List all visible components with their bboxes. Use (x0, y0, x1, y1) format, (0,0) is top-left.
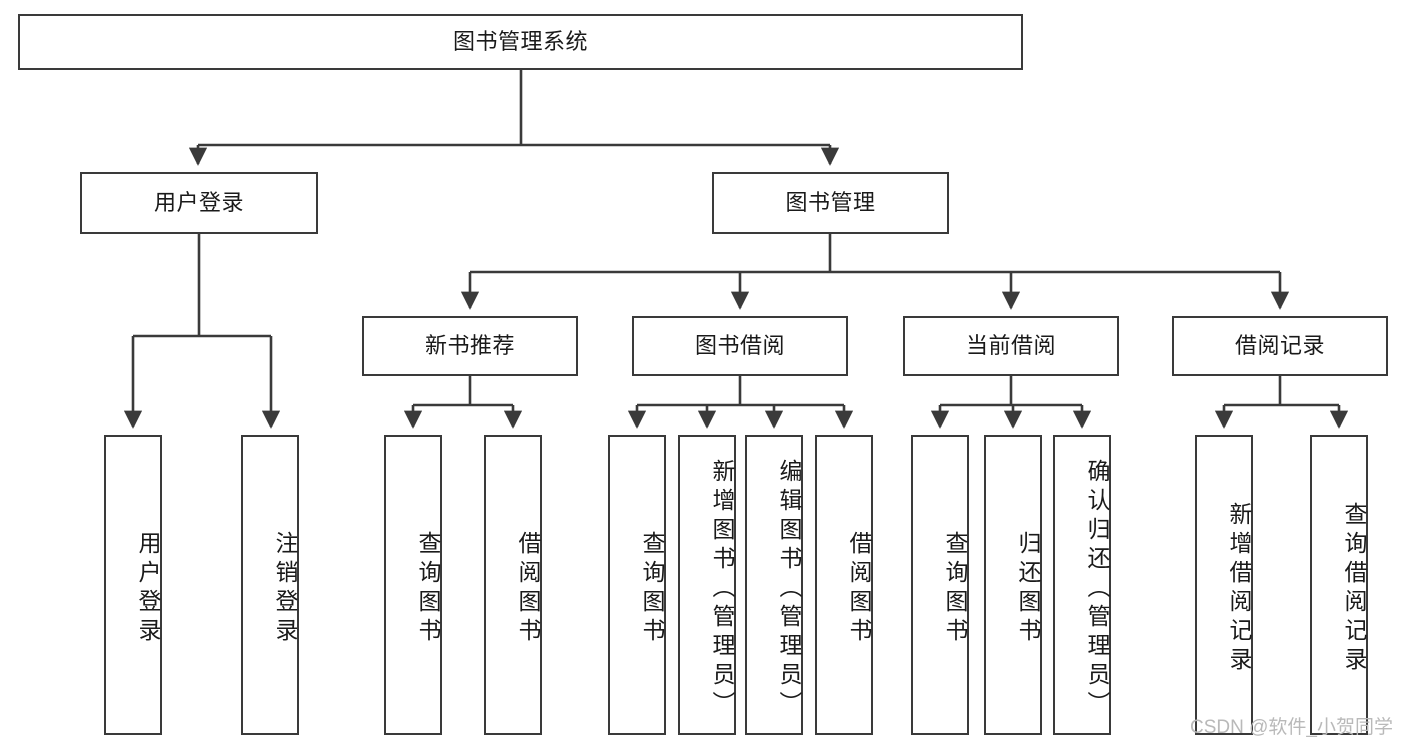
node-book-manage[interactable]: 图书管理 (712, 172, 949, 234)
node-new-book-rec-label: 新书推荐 (424, 332, 515, 358)
node-leaf-borrow-book-1-label: 借阅图书 (515, 531, 541, 647)
node-leaf-borrow-book-2-label: 借阅图书 (846, 531, 872, 647)
node-leaf-return-book-label: 归还图书 (1015, 531, 1041, 647)
node-leaf-confirm-return[interactable]: 确认归还（管理员） (1053, 435, 1111, 735)
node-leaf-borrow-book-1[interactable]: 借阅图书 (484, 435, 542, 735)
node-leaf-borrow-book-2[interactable]: 借阅图书 (815, 435, 873, 735)
node-leaf-query-book-1-label: 查询图书 (415, 531, 441, 647)
watermark: CSDN @软件_小贺同学 (1190, 717, 1393, 738)
node-borrow-record-label: 借阅记录 (1234, 332, 1325, 358)
node-leaf-add-record-label: 新增借阅记录 (1226, 502, 1252, 676)
node-book-manage-label: 图书管理 (785, 189, 876, 215)
node-leaf-query-book-2[interactable]: 查询图书 (608, 435, 666, 735)
node-root[interactable]: 图书管理系统 (18, 14, 1023, 70)
node-leaf-add-book[interactable]: 新增图书（管理员） (678, 435, 736, 735)
node-borrow-record[interactable]: 借阅记录 (1172, 316, 1388, 376)
node-leaf-user-login-label: 用户登录 (135, 531, 161, 647)
node-leaf-query-book-3[interactable]: 查询图书 (911, 435, 969, 735)
node-leaf-query-record[interactable]: 查询借阅记录 (1310, 435, 1368, 735)
node-leaf-return-book[interactable]: 归还图书 (984, 435, 1042, 735)
node-leaf-query-book-1[interactable]: 查询图书 (384, 435, 442, 735)
node-user-login[interactable]: 用户登录 (80, 172, 318, 234)
node-leaf-edit-book[interactable]: 编辑图书（管理员） (745, 435, 803, 735)
node-leaf-add-record[interactable]: 新增借阅记录 (1195, 435, 1253, 735)
node-leaf-query-record-label: 查询借阅记录 (1341, 502, 1367, 676)
node-root-label: 图书管理系统 (452, 28, 588, 54)
node-current-borrow-label: 当前借阅 (965, 332, 1056, 358)
node-new-book-rec[interactable]: 新书推荐 (362, 316, 578, 376)
node-leaf-user-logout-label: 注销登录 (272, 531, 298, 647)
node-leaf-confirm-return-label: 确认归还（管理员） (1084, 458, 1110, 720)
node-leaf-add-book-label: 新增图书（管理员） (709, 458, 735, 720)
node-leaf-query-book-3-label: 查询图书 (942, 531, 968, 647)
node-book-borrow-label: 图书借阅 (694, 332, 785, 358)
node-leaf-user-logout[interactable]: 注销登录 (241, 435, 299, 735)
node-user-login-label: 用户登录 (153, 189, 244, 215)
node-leaf-edit-book-label: 编辑图书（管理员） (776, 458, 802, 720)
node-current-borrow[interactable]: 当前借阅 (903, 316, 1119, 376)
node-leaf-user-login[interactable]: 用户登录 (104, 435, 162, 735)
node-leaf-query-book-2-label: 查询图书 (639, 531, 665, 647)
node-book-borrow[interactable]: 图书借阅 (632, 316, 848, 376)
